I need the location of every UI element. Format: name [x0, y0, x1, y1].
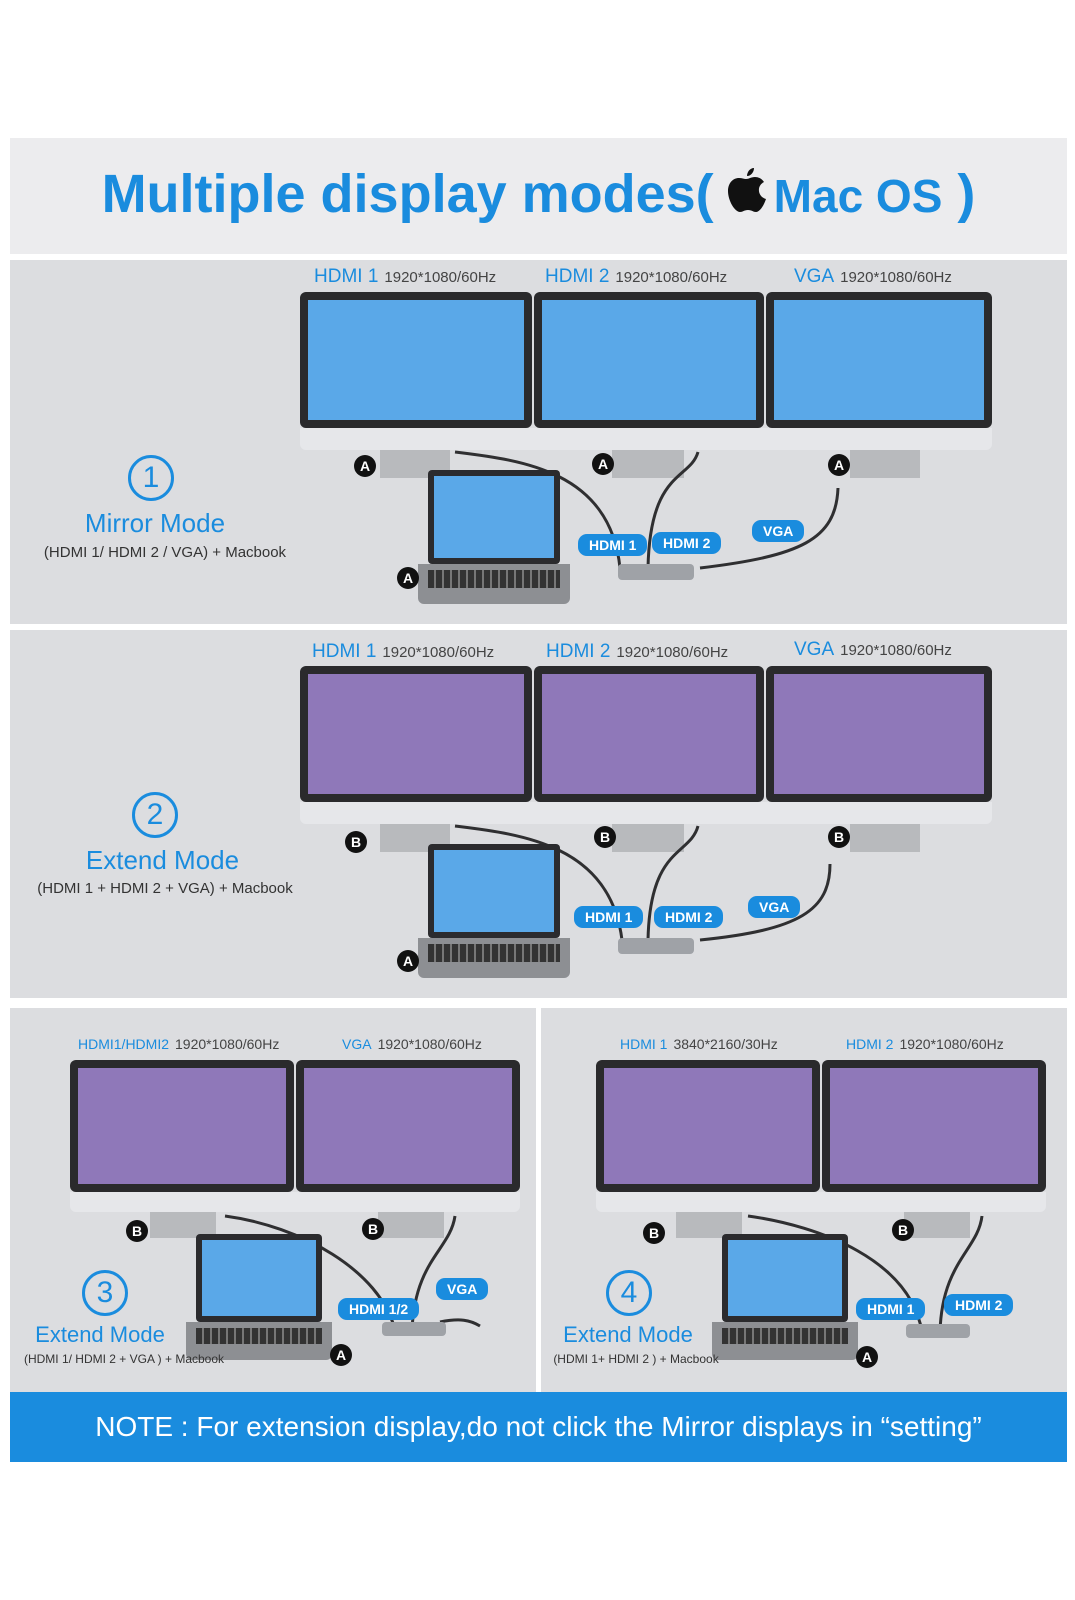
monitor-chin	[70, 1192, 520, 1212]
badge-b: B	[892, 1219, 914, 1241]
monitor-hdmi1	[300, 666, 532, 802]
monitor-stand	[850, 450, 920, 478]
badge-b: B	[362, 1218, 384, 1240]
macbook	[428, 844, 560, 938]
monitor-hdmi1	[596, 1060, 820, 1192]
monitor-stand	[612, 824, 684, 852]
macbook-base	[186, 1322, 332, 1360]
mode-subtitle: (HDMI 1/ HDMI 2 + VGA ) + Macbook	[23, 1352, 225, 1366]
macbook	[428, 470, 560, 564]
badge-b: B	[643, 1222, 665, 1244]
monitor-hdmi1	[300, 292, 532, 428]
tag-hdmi1: HDMI 1	[578, 534, 648, 556]
tag-vga: VGA	[436, 1278, 489, 1300]
badge-b: B	[345, 831, 367, 853]
monitor-chin	[300, 802, 992, 824]
monitor-stand	[904, 1212, 970, 1238]
tag-hdmi1: HDMI 1	[574, 906, 644, 928]
tag-vga: VGA	[748, 896, 801, 918]
mode-number: 4	[606, 1270, 652, 1316]
badge-b: B	[594, 826, 616, 848]
monitor-stand	[850, 824, 920, 852]
macbook-base	[712, 1322, 858, 1360]
monitor-hdmi2	[534, 666, 764, 802]
mode-title: Extend Mode	[563, 1322, 693, 1347]
badge-a: A	[856, 1346, 878, 1368]
mode-title: Extend Mode	[85, 845, 240, 875]
badge-a: A	[330, 1344, 352, 1366]
usb-hub	[618, 938, 694, 954]
monitor-hdmi12	[70, 1060, 294, 1192]
monitor-chin	[300, 428, 992, 450]
monitor-stand	[150, 1212, 216, 1238]
tag-hdmi2: HDMI 2	[944, 1294, 1014, 1316]
header-banner	[10, 138, 1067, 254]
macbook-base	[418, 938, 570, 978]
mode-subtitle: (HDMI 1+ HDMI 2 ) + Macbook	[553, 1352, 719, 1366]
badge-a: A	[397, 950, 419, 972]
macbook	[722, 1234, 848, 1322]
monitor-hdmi2	[534, 292, 764, 428]
monitor-chin	[596, 1192, 1046, 1212]
badge-b: B	[126, 1220, 148, 1242]
note-banner: NOTE : For extension display,do not clic…	[10, 1392, 1067, 1462]
macbook-base	[418, 564, 570, 604]
apple-logo-icon	[724, 164, 768, 229]
mode-number: 2	[132, 792, 178, 838]
usb-hub	[906, 1324, 970, 1338]
tag-vga: VGA	[752, 520, 805, 542]
usb-hub	[382, 1322, 446, 1336]
mode-number: 3	[82, 1270, 128, 1316]
badge-a: A	[592, 453, 614, 475]
tag-hdmi2: HDMI 2	[652, 532, 722, 554]
mode-subtitle: (HDMI 1/ HDMI 2 / VGA) + Macbook	[43, 544, 287, 561]
monitor-stand	[612, 450, 684, 478]
badge-a: A	[828, 454, 850, 476]
tag-hdmi12: HDMI 1/2	[338, 1298, 420, 1320]
monitor-vga	[766, 292, 992, 428]
badge-b: B	[828, 826, 850, 848]
usb-hub	[618, 564, 694, 580]
badge-a: A	[354, 455, 376, 477]
mode-subtitle: (HDMI 1 + HDMI 2 + VGA) + Macbook	[37, 880, 293, 897]
monitor-stand	[378, 1212, 444, 1238]
monitor-vga	[766, 666, 992, 802]
tag-hdmi2: HDMI 2	[654, 906, 724, 928]
monitor-hdmi2	[822, 1060, 1046, 1192]
badge-a: A	[397, 567, 419, 589]
monitor-stand	[676, 1212, 742, 1238]
page-title: Multiple display modes(Mac OS )	[10, 163, 1067, 229]
monitor-vga	[296, 1060, 520, 1192]
mode-title: Extend Mode	[35, 1322, 165, 1347]
mode-title: Mirror Mode	[84, 508, 226, 538]
mode-number: 1	[128, 455, 174, 501]
macbook	[196, 1234, 322, 1322]
tag-hdmi1: HDMI 1	[856, 1298, 926, 1320]
